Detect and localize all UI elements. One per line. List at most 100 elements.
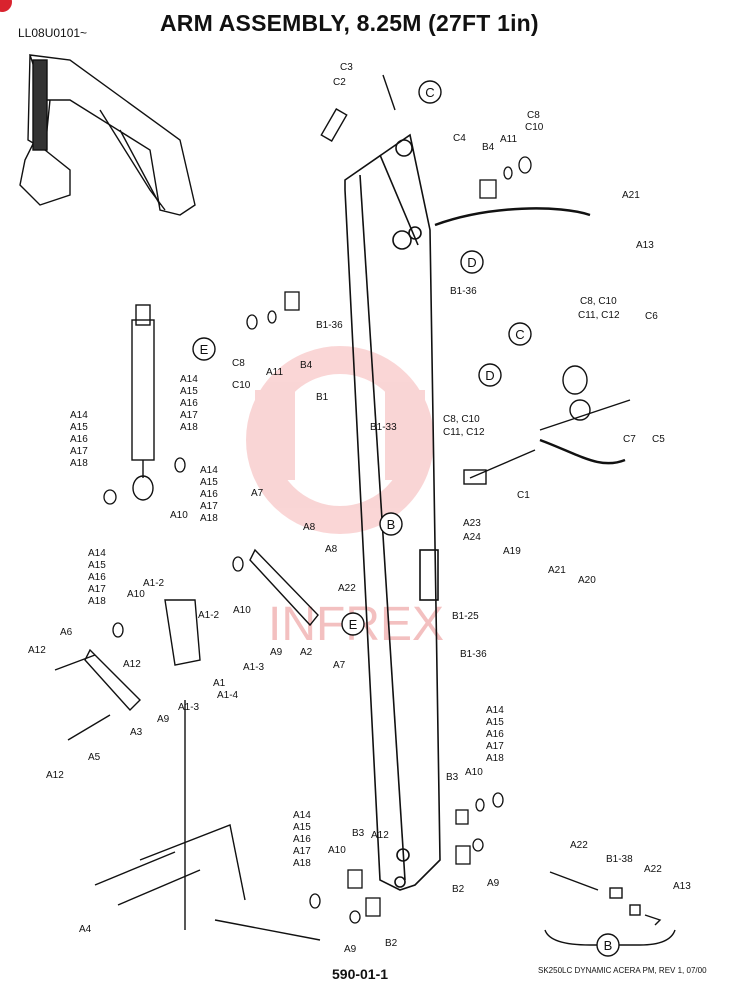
- part-label: B1-33: [370, 422, 397, 433]
- callout-d-top: D: [460, 250, 484, 274]
- svg-text:A18: A18: [70, 458, 88, 469]
- bucket-linkage-bottom: [94, 700, 321, 941]
- hydraulic-lines: [434, 207, 626, 465]
- svg-text:A13: A13: [673, 881, 691, 892]
- svg-text:A9: A9: [344, 944, 357, 955]
- svg-text:A15: A15: [88, 560, 106, 571]
- page-number: 590-01-1: [332, 966, 389, 982]
- part-label: C8, C10: [580, 296, 617, 307]
- part-label: A24: [463, 532, 481, 543]
- part-label: B1-36: [460, 649, 487, 660]
- pin-c2: [320, 108, 348, 142]
- svg-text:A15: A15: [486, 717, 504, 728]
- svg-text:A12: A12: [46, 770, 64, 781]
- pin-c1-assembly: [463, 365, 631, 485]
- part-label: A23: [463, 518, 481, 529]
- part-label: C6: [645, 311, 658, 322]
- svg-text:B1-38: B1-38: [606, 854, 633, 865]
- svg-text:D: D: [485, 368, 494, 383]
- washers-and-bushings: [103, 156, 532, 924]
- svg-text:A16: A16: [200, 489, 218, 500]
- svg-text:B: B: [387, 517, 396, 532]
- svg-text:A12: A12: [123, 659, 141, 670]
- svg-text:A10: A10: [170, 510, 188, 521]
- svg-text:B3: B3: [446, 772, 459, 783]
- svg-text:A14: A14: [293, 810, 311, 821]
- part-label: C11, C12: [578, 310, 620, 321]
- part-label: C10: [232, 380, 251, 391]
- svg-text:A1-4: A1-4: [217, 690, 239, 701]
- part-label: A21: [622, 190, 640, 201]
- svg-text:A16: A16: [88, 572, 106, 583]
- svg-text:A6: A6: [60, 627, 73, 638]
- svg-text:A12: A12: [371, 830, 389, 841]
- svg-text:A7: A7: [333, 660, 346, 671]
- svg-text:B3: B3: [352, 828, 365, 839]
- part-label: C7: [623, 434, 636, 445]
- svg-text:A1: A1: [213, 678, 226, 689]
- callout-d-right: D: [478, 363, 502, 387]
- svg-text:E: E: [349, 617, 358, 632]
- svg-text:A1-2: A1-2: [143, 578, 165, 589]
- footer-note: SK250LC DYNAMIC ACERA PM, REV 1, 07/00: [538, 966, 707, 975]
- model-code: LL08U0101~: [18, 26, 88, 40]
- svg-text:A17: A17: [180, 410, 198, 421]
- svg-text:A22: A22: [570, 840, 588, 851]
- svg-text:A14: A14: [70, 410, 88, 421]
- part-label: A21: [548, 565, 566, 576]
- svg-text:A17: A17: [88, 584, 106, 595]
- part-label: A11: [500, 134, 517, 145]
- part-label: B4: [482, 142, 495, 153]
- svg-text:D: D: [467, 255, 476, 270]
- part-label: A20: [578, 575, 596, 586]
- part-label: A11: [266, 367, 283, 378]
- svg-text:A5: A5: [88, 752, 101, 763]
- part-label: A13: [636, 240, 654, 251]
- svg-text:A2: A2: [300, 647, 313, 658]
- svg-text:A16: A16: [293, 834, 311, 845]
- svg-text:A15: A15: [200, 477, 218, 488]
- svg-text:A8: A8: [303, 522, 316, 533]
- svg-text:A14: A14: [180, 374, 198, 385]
- part-label: C4: [453, 133, 466, 144]
- part-label: C1: [517, 490, 530, 501]
- link-assemblies: [54, 548, 319, 741]
- svg-text:C: C: [515, 327, 524, 342]
- svg-text:A1-2: A1-2: [198, 610, 220, 621]
- callout-e-left: E: [192, 337, 216, 361]
- part-label: B1-25: [452, 611, 479, 622]
- svg-text:A9: A9: [157, 714, 170, 725]
- svg-text:A18: A18: [293, 858, 311, 869]
- svg-text:A10: A10: [328, 845, 346, 856]
- svg-text:A10: A10: [465, 767, 483, 778]
- svg-text:A18: A18: [200, 513, 218, 524]
- part-label: B1-36: [450, 286, 477, 297]
- part-label: B1-36: [316, 320, 343, 331]
- svg-text:A10: A10: [127, 589, 145, 600]
- part-labels: C3 C2 C8 C10 C4 A11 B4 A21 A13 B1-36 C8 …: [28, 62, 691, 955]
- svg-text:B2: B2: [452, 884, 465, 895]
- corner-badge: [0, 0, 12, 12]
- svg-text:B: B: [604, 938, 613, 953]
- callout-b-detail: B: [596, 933, 620, 957]
- part-label: C8: [527, 110, 540, 121]
- svg-text:A8: A8: [325, 544, 338, 555]
- svg-text:A1-3: A1-3: [178, 702, 200, 713]
- bolt-c3: [382, 74, 396, 111]
- bucket-cylinder: [131, 304, 155, 501]
- svg-text:A14: A14: [88, 548, 106, 559]
- svg-text:A17: A17: [70, 446, 88, 457]
- watermark-logo: [246, 346, 434, 534]
- callout-b-mid: B: [379, 512, 403, 536]
- svg-text:A18: A18: [486, 753, 504, 764]
- part-label: C3: [340, 62, 353, 73]
- svg-text:A3: A3: [130, 727, 143, 738]
- svg-text:C: C: [425, 85, 434, 100]
- svg-text:A15: A15: [293, 822, 311, 833]
- part-label: B1: [316, 392, 329, 403]
- svg-text:A17: A17: [200, 501, 218, 512]
- svg-text:A12: A12: [28, 645, 46, 656]
- part-label: A22: [338, 583, 356, 594]
- svg-text:A15: A15: [70, 422, 88, 433]
